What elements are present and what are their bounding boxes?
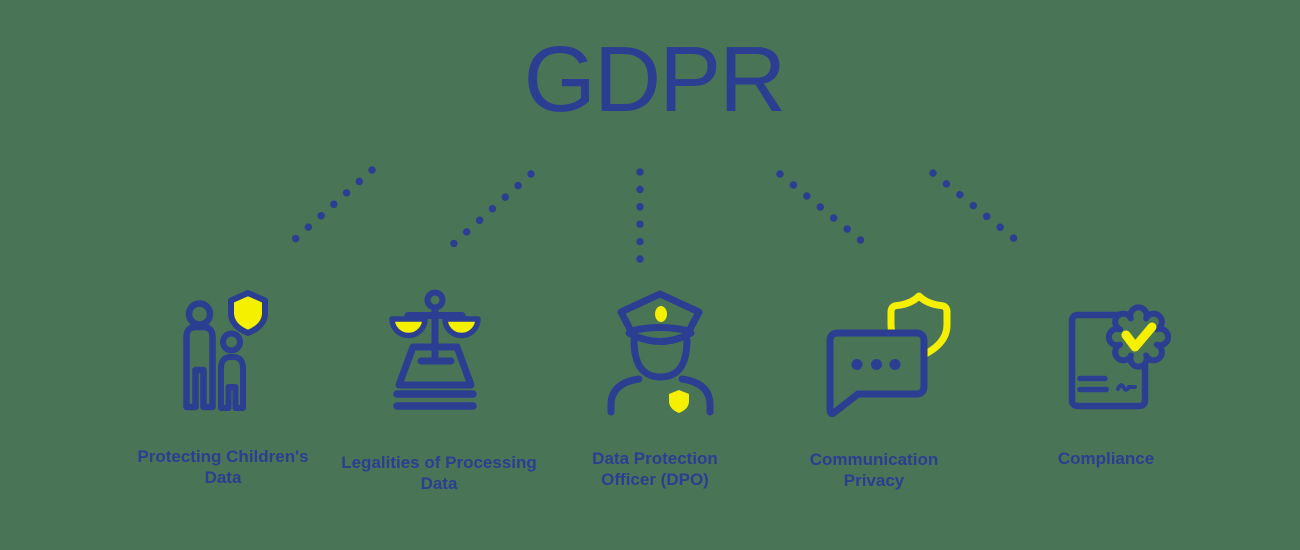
police-officer-icon	[607, 290, 714, 416]
dotted-connector-1	[279, 166, 376, 254]
topic-legalities-of-processing-data: Legalities of Processing Data	[341, 289, 537, 493]
topic-label: Data Protection Officer (DPO)	[592, 449, 718, 490]
topic-compliance: Compliance	[1058, 303, 1172, 468]
chat-shield-icon	[826, 292, 951, 417]
page-title: GDPR	[523, 27, 787, 131]
certificate-check-icon	[1068, 304, 1172, 410]
family-shield-icon	[183, 290, 268, 411]
topic-label: Legalities of Processing Data	[341, 453, 537, 494]
justice-scales-icon	[389, 289, 481, 410]
topic-communication-privacy: Communication Privacy	[810, 292, 952, 490]
dotted-connector-2	[437, 170, 535, 259]
topic-data-protection-officer: Data Protection Officer (DPO)	[592, 290, 718, 489]
topic-label: Protecting Children's Data	[137, 447, 309, 488]
topic-protecting-childrens-data: Protecting Children's Data	[137, 290, 309, 487]
topic-label: Communication Privacy	[809, 450, 939, 491]
dotted-connector-4	[776, 170, 878, 255]
dotted-connector-5	[929, 169, 1031, 253]
topic-label: Compliance	[1057, 449, 1155, 468]
